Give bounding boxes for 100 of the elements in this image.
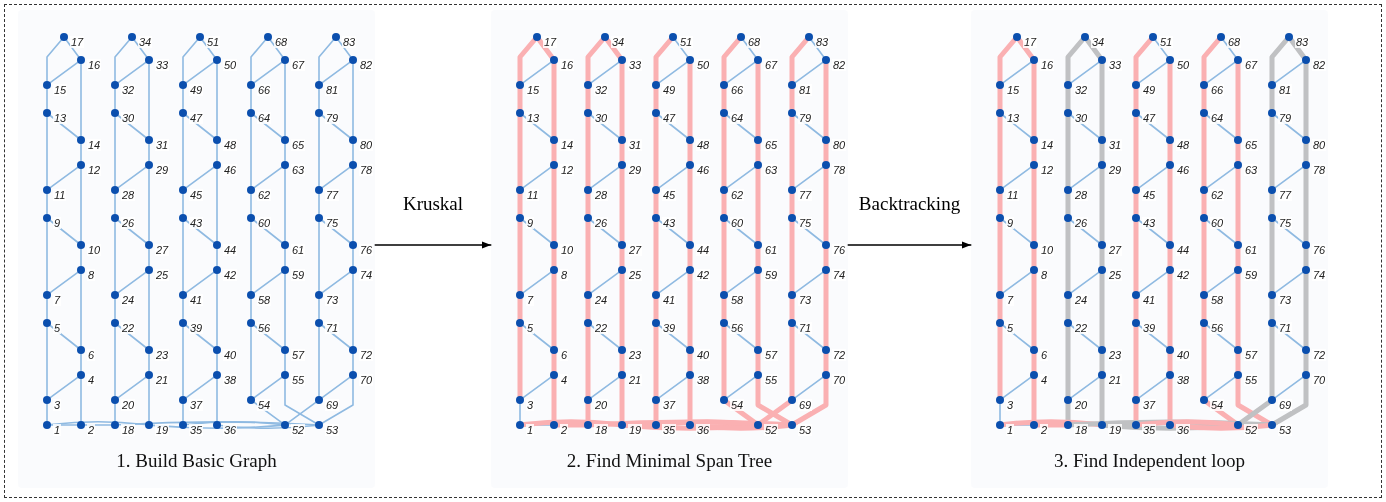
graph-vertex bbox=[247, 214, 255, 222]
graph-edge bbox=[590, 61, 620, 84]
graph-vertex bbox=[179, 186, 187, 194]
vertex-number: 2 bbox=[560, 424, 569, 436]
graph-edge bbox=[250, 39, 267, 82]
graph-vertex bbox=[516, 214, 524, 222]
vertex-number: 1 bbox=[1006, 424, 1015, 436]
vertex-number: 25 bbox=[155, 269, 170, 281]
graph-edge bbox=[794, 324, 824, 349]
graph-edge bbox=[117, 271, 147, 294]
graph-edge bbox=[585, 219, 591, 294]
graph-edge bbox=[1269, 114, 1275, 189]
graph-edge bbox=[182, 221, 184, 292]
vertex-number: 60 bbox=[257, 217, 272, 229]
vertex-number: 74 bbox=[832, 269, 847, 281]
vertex-number: 22 bbox=[1074, 322, 1089, 334]
vertex-number: 83 bbox=[815, 36, 830, 48]
vertex-number: 82 bbox=[832, 59, 847, 71]
graph-vertex bbox=[550, 161, 558, 169]
vertex-number: 44 bbox=[1176, 244, 1191, 256]
graph-vertex bbox=[349, 346, 357, 354]
graph-vertex bbox=[1064, 291, 1072, 299]
graph-edge bbox=[352, 168, 354, 242]
graph-edge bbox=[1002, 271, 1032, 294]
graph-vertex bbox=[1234, 421, 1242, 429]
vertex-number: 65 bbox=[291, 139, 306, 151]
vertex-number: 9 bbox=[53, 217, 62, 229]
graph-edge bbox=[1272, 376, 1309, 426]
graph-edge bbox=[619, 351, 625, 374]
graph-edge bbox=[1084, 37, 1103, 60]
graph-edge bbox=[65, 39, 80, 58]
graph-vertex bbox=[111, 186, 119, 194]
panel-caption: 1. Build Basic Graph bbox=[115, 450, 278, 472]
graph-edge bbox=[1171, 423, 1271, 431]
vertex-number: 30 bbox=[594, 112, 609, 124]
graph-edge bbox=[253, 61, 283, 84]
graph-edge bbox=[726, 376, 756, 399]
vertex-number: 68 bbox=[747, 36, 762, 48]
graph-vertex bbox=[315, 319, 323, 327]
panel-caption: 3. Find Independent loop bbox=[1053, 450, 1246, 472]
graph-vertex bbox=[315, 186, 323, 194]
graph-vertex bbox=[213, 161, 221, 169]
vertex-number: 3 bbox=[526, 399, 535, 411]
graph-vertex bbox=[1302, 371, 1310, 379]
graph-edge bbox=[1274, 376, 1304, 399]
graph-vertex bbox=[618, 241, 626, 249]
graph-vertex bbox=[550, 241, 558, 249]
graph-edge bbox=[726, 61, 756, 84]
graph-vertex bbox=[788, 186, 796, 194]
vertex-number: 70 bbox=[832, 374, 847, 386]
graph-edge bbox=[1133, 37, 1153, 84]
vertex-number: 39 bbox=[1142, 322, 1157, 334]
graph-edge bbox=[1002, 219, 1032, 244]
graph-edge bbox=[997, 86, 1003, 112]
graph-edge bbox=[216, 353, 218, 372]
graph-edge bbox=[216, 168, 218, 242]
graph-edge bbox=[284, 353, 286, 372]
graph-vertex bbox=[1166, 266, 1174, 274]
graph-vertex bbox=[213, 56, 221, 64]
vertex-number: 11 bbox=[526, 189, 540, 201]
vertex-number: 3 bbox=[53, 399, 62, 411]
graph-edge bbox=[148, 63, 150, 137]
vertex-number: 7 bbox=[53, 294, 62, 306]
graph-edge bbox=[50, 424, 78, 426]
graph-edge bbox=[117, 324, 147, 349]
vertex-number: 60 bbox=[1210, 217, 1225, 229]
graph-edge bbox=[1201, 37, 1221, 84]
graph-vertex bbox=[686, 371, 694, 379]
vertex-number: 74 bbox=[359, 269, 374, 281]
graph-edge bbox=[619, 246, 625, 269]
graph-edge bbox=[755, 141, 761, 164]
graph-vertex bbox=[281, 371, 289, 379]
vertex-number: 19 bbox=[628, 424, 643, 436]
graph-vertex bbox=[1234, 161, 1242, 169]
graph-edge bbox=[46, 116, 48, 187]
vertex-number: 6 bbox=[87, 349, 96, 361]
vertex-number: 20 bbox=[1074, 399, 1089, 411]
vertex-number: 35 bbox=[1142, 424, 1157, 436]
vertex-number: 70 bbox=[1312, 374, 1327, 386]
graph-edge bbox=[590, 271, 620, 294]
vertex-number: 30 bbox=[1074, 112, 1089, 124]
graph-vertex bbox=[788, 109, 796, 117]
graph-vertex bbox=[1132, 319, 1140, 327]
vertex-number: 65 bbox=[1244, 139, 1259, 151]
graph-edge bbox=[321, 271, 351, 294]
vertex-number: 79 bbox=[798, 112, 813, 124]
graph-edge bbox=[619, 141, 625, 164]
graph-vertex bbox=[145, 371, 153, 379]
vertex-number: 37 bbox=[1142, 399, 1157, 411]
vertex-number: 52 bbox=[291, 424, 306, 436]
graph-vertex bbox=[145, 56, 153, 64]
vertex-number: 2 bbox=[1040, 424, 1049, 436]
graph-edge bbox=[1167, 351, 1173, 374]
graph-edge bbox=[687, 271, 693, 349]
graph-edge bbox=[551, 271, 557, 349]
graph-edge bbox=[1031, 246, 1037, 269]
vertex-number: 35 bbox=[189, 424, 204, 436]
graph-edge bbox=[1031, 141, 1037, 164]
graph-edge bbox=[284, 168, 286, 242]
graph-edge bbox=[114, 298, 116, 320]
